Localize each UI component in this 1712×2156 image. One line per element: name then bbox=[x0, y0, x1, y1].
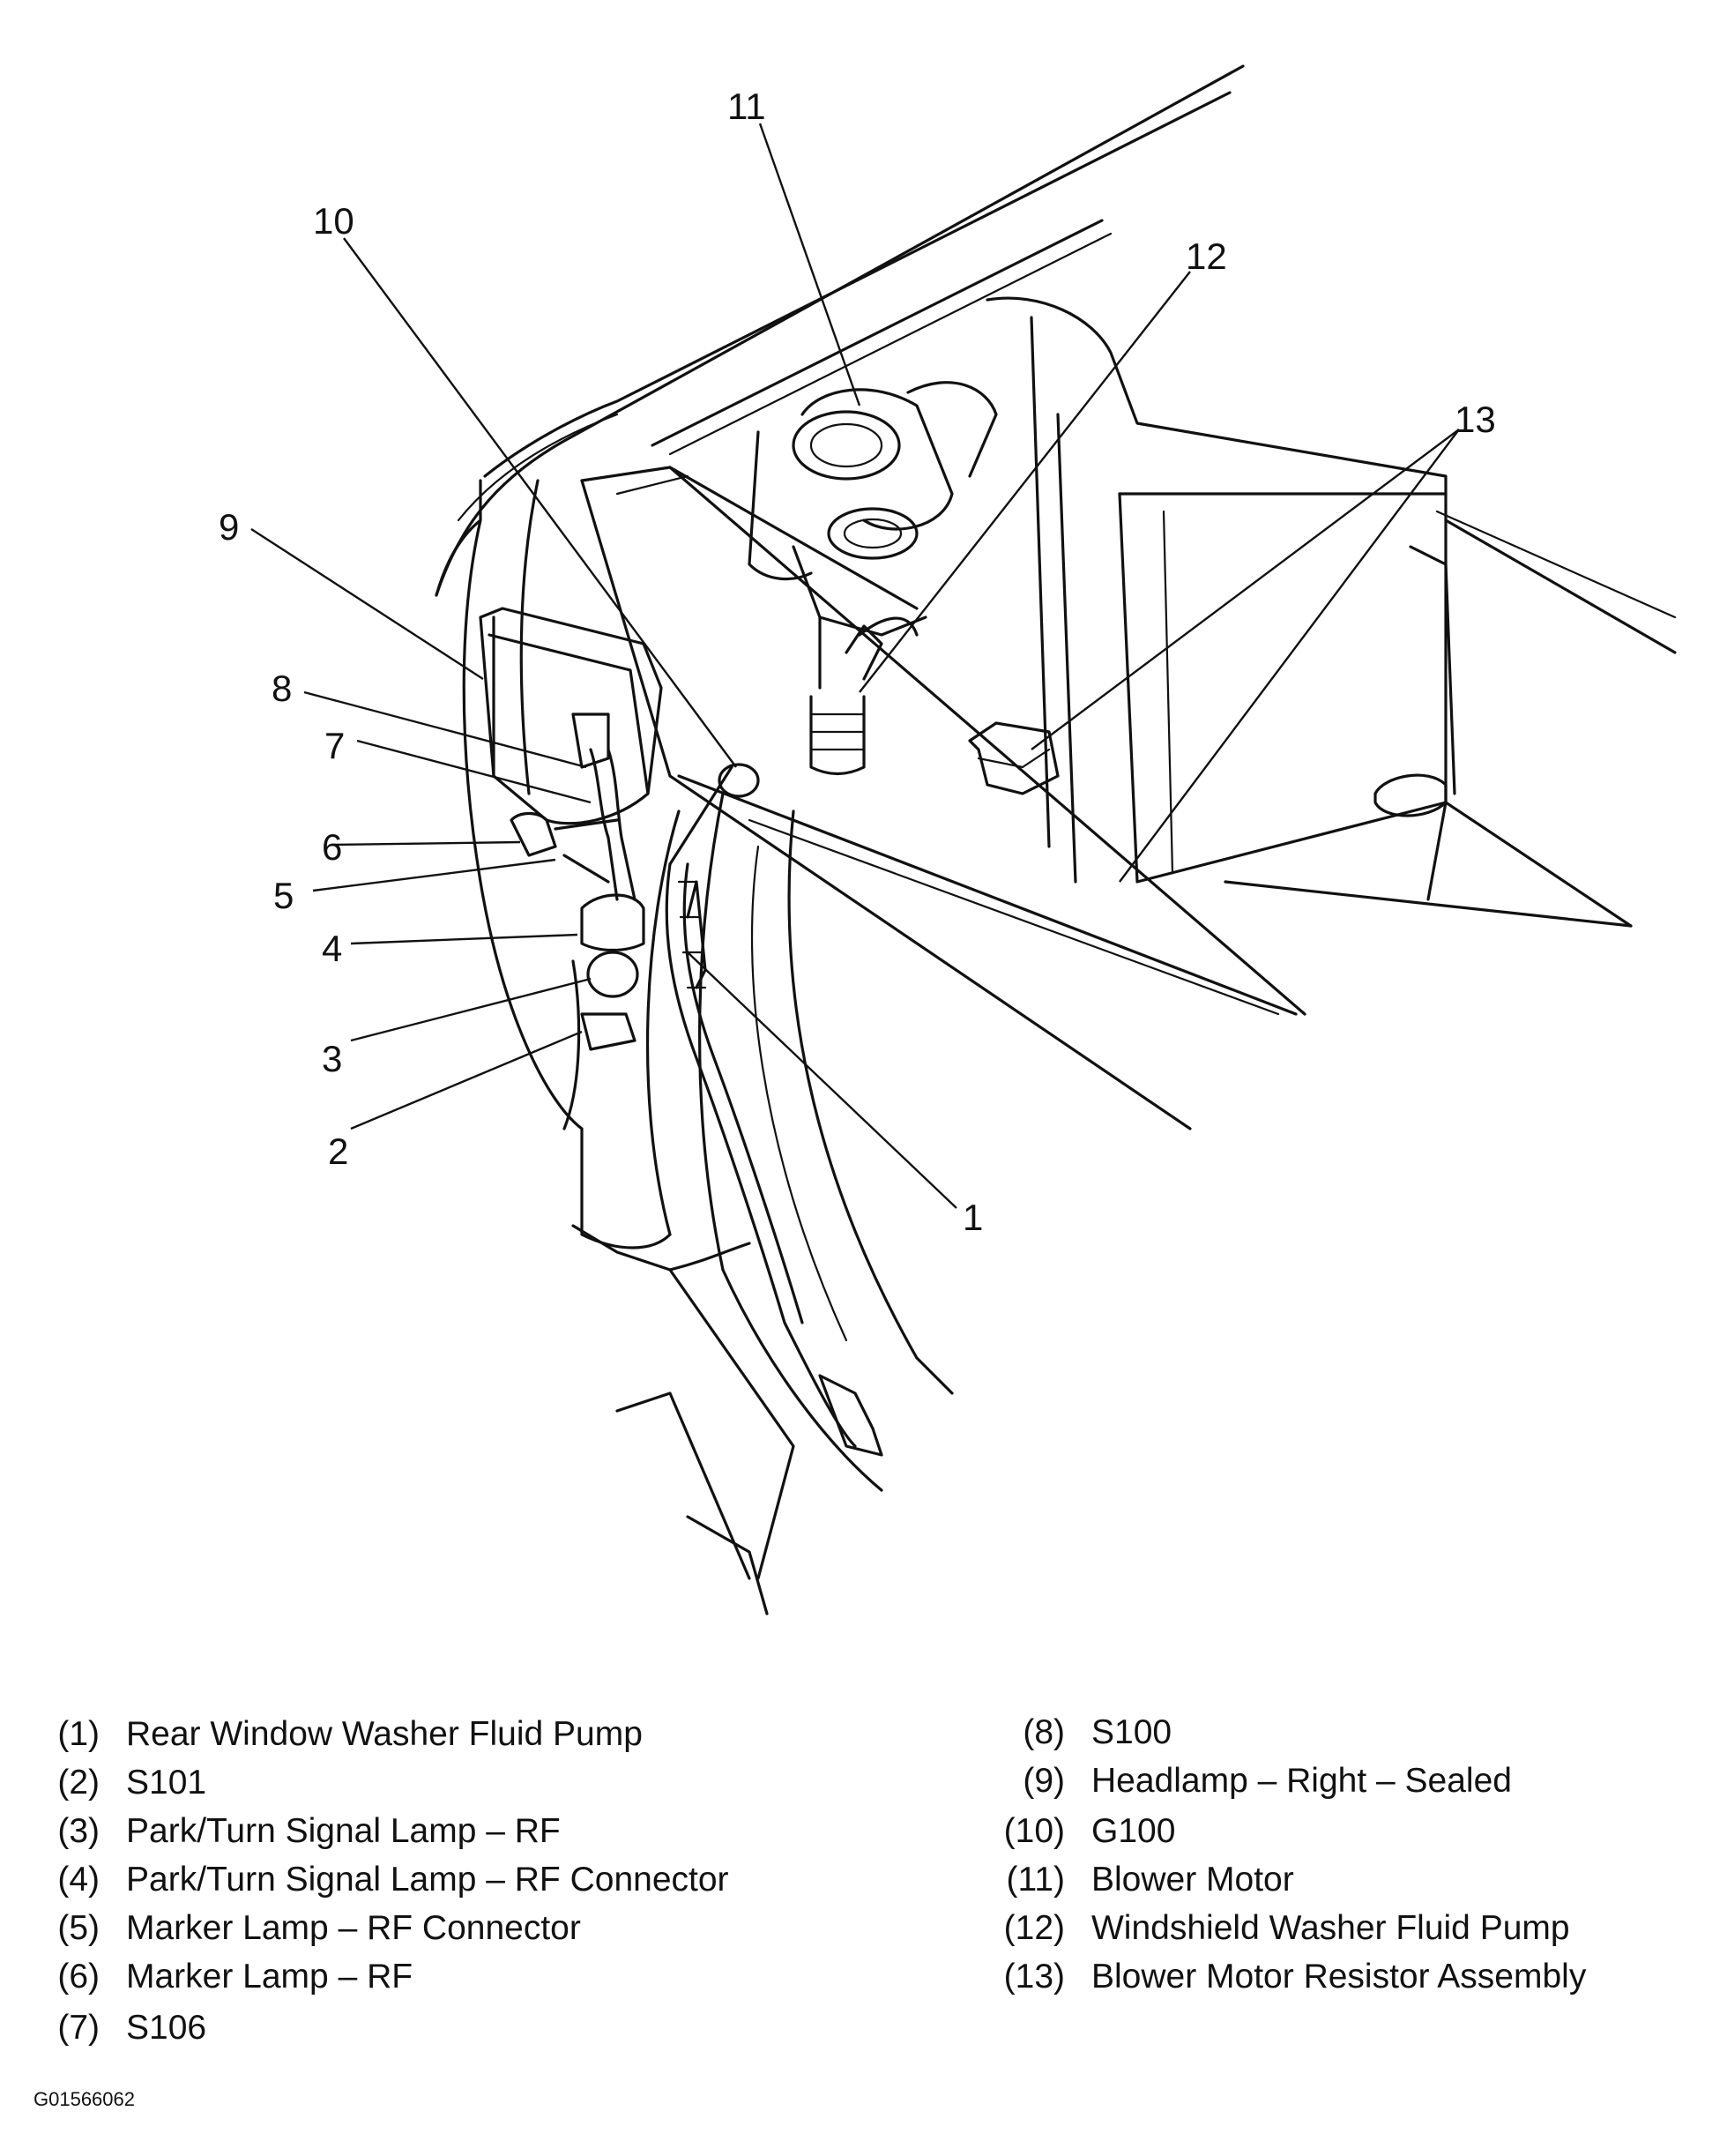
washer-reservoir bbox=[792, 507, 927, 776]
callout-6: 6 bbox=[322, 826, 342, 868]
wiring-harness bbox=[510, 712, 883, 1457]
callout-13: 13 bbox=[1455, 399, 1496, 440]
leader-11 bbox=[758, 123, 861, 407]
blower-motor bbox=[748, 381, 998, 581]
callout-10: 10 bbox=[313, 200, 354, 242]
legend-text: Blower Motor Resistor Assembly bbox=[1091, 1958, 1587, 1996]
legend-text: Park/Turn Signal Lamp – RF bbox=[126, 1812, 561, 1850]
legend-number: (9) bbox=[1023, 1762, 1065, 1800]
leader-7 bbox=[356, 739, 592, 804]
headlamp bbox=[479, 607, 663, 825]
leader-12 bbox=[859, 271, 1191, 693]
legend-number: (12) bbox=[1003, 1909, 1065, 1947]
legend-text: S106 bbox=[126, 2009, 207, 2047]
hood-outline bbox=[435, 64, 1245, 597]
callout-labels: 1 2 3 4 5 6 7 8 9 10 11 12 13 bbox=[219, 86, 1496, 1238]
legend-text: S101 bbox=[126, 1764, 207, 1802]
leader-9 bbox=[250, 527, 484, 681]
legend-text: Blower Motor bbox=[1091, 1861, 1294, 1899]
legend-number: (6) bbox=[57, 1958, 100, 1996]
legend-text: Marker Lamp – RF bbox=[126, 1958, 413, 1996]
legend-number: (5) bbox=[57, 1909, 100, 1947]
leader-10 bbox=[343, 237, 737, 768]
fender-outline bbox=[462, 479, 795, 1615]
blower-housing bbox=[986, 296, 1677, 928]
legend-number: (1) bbox=[57, 1715, 100, 1753]
callout-8: 8 bbox=[272, 668, 292, 709]
legend-text: Marker Lamp – RF Connector bbox=[126, 1909, 581, 1947]
legend-number: (2) bbox=[57, 1764, 100, 1802]
legend-number: (13) bbox=[1003, 1958, 1065, 1996]
inner-fender bbox=[645, 792, 954, 1492]
legend-number: (3) bbox=[57, 1812, 100, 1850]
legend-text: S100 bbox=[1091, 1713, 1172, 1751]
leader-5 bbox=[312, 858, 556, 892]
callout-12: 12 bbox=[1186, 235, 1227, 277]
legend-number: (7) bbox=[57, 2009, 100, 2047]
legend-number: (4) bbox=[57, 1861, 100, 1899]
legend-number: (8) bbox=[1023, 1713, 1065, 1751]
legend-text: Windshield Washer Fluid Pump bbox=[1091, 1909, 1570, 1947]
figure-id: G01566062 bbox=[33, 2088, 135, 2110]
legend-text: Park/Turn Signal Lamp – RF Connector bbox=[126, 1861, 729, 1899]
radiator-support bbox=[580, 466, 1306, 1130]
legend-number: (11) bbox=[1006, 1861, 1065, 1899]
leader-13b bbox=[1119, 429, 1460, 883]
resistor-connector bbox=[968, 721, 1060, 795]
callout-2: 2 bbox=[328, 1130, 348, 1172]
callout-3: 3 bbox=[322, 1038, 342, 1079]
callout-5: 5 bbox=[273, 875, 294, 916]
leader-6 bbox=[334, 840, 521, 847]
callout-11: 11 bbox=[727, 86, 766, 127]
legend-text: G100 bbox=[1091, 1812, 1176, 1850]
component-location-diagram: 1 2 3 4 5 6 7 8 9 10 11 12 13 bbox=[219, 64, 1677, 1615]
callout-1: 1 bbox=[963, 1197, 983, 1238]
leader-3 bbox=[350, 977, 592, 1042]
leader-1 bbox=[687, 951, 957, 1209]
callout-7: 7 bbox=[324, 725, 345, 766]
leader-2 bbox=[350, 1030, 583, 1130]
legend-text: Headlamp – Right – Sealed bbox=[1091, 1762, 1512, 1800]
callout-9: 9 bbox=[219, 506, 239, 548]
legend-number: (10) bbox=[1003, 1812, 1065, 1850]
leader-lines bbox=[250, 123, 1460, 1209]
legend-text: Rear Window Washer Fluid Pump bbox=[126, 1715, 643, 1753]
leader-13 bbox=[1031, 429, 1460, 750]
callout-4: 4 bbox=[322, 928, 342, 969]
leader-4 bbox=[350, 933, 578, 945]
leader-8 bbox=[303, 690, 587, 769]
